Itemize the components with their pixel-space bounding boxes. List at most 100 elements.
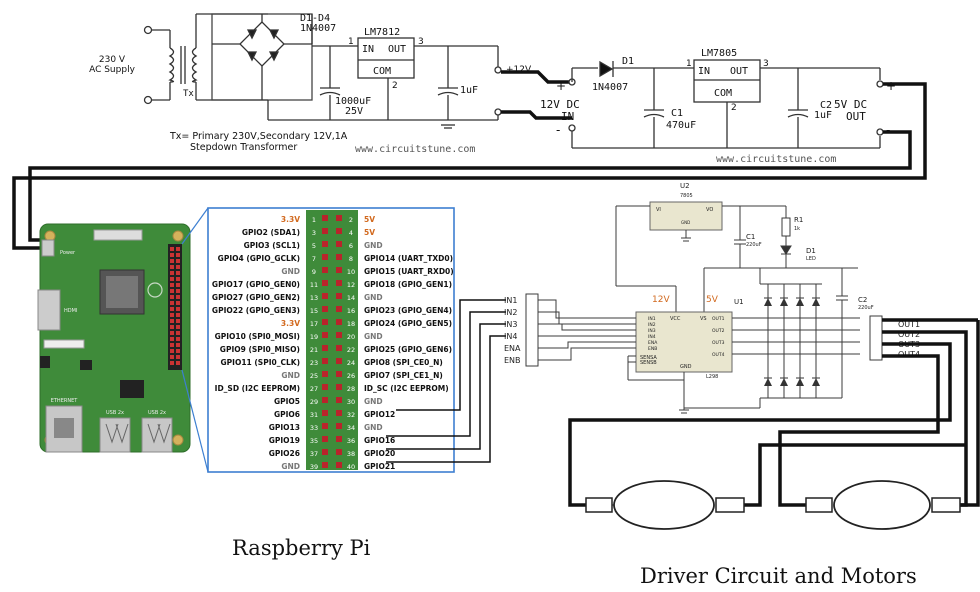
gpio-pin-number: 8 bbox=[349, 255, 353, 263]
d1-part: 1N4007 bbox=[592, 82, 628, 93]
motor-2 bbox=[805, 480, 961, 530]
ac-supply-label: 230 V bbox=[99, 55, 126, 65]
gpio-pin-number: 13 bbox=[310, 294, 318, 302]
gpio-pin-pad bbox=[322, 345, 328, 351]
header-pin bbox=[170, 355, 174, 359]
gpio-pin-pad bbox=[322, 462, 328, 468]
u2-name: U2 bbox=[680, 182, 690, 190]
bridge-diodes bbox=[764, 297, 820, 386]
u1-out-pin-label: OUT2 bbox=[712, 328, 725, 334]
gpio-pin-number: 28 bbox=[347, 385, 355, 393]
power-texts: 230 V AC Supply Tx Tx= Primary 230V,Seco… bbox=[89, 13, 896, 165]
gpio-right-label: GND bbox=[364, 241, 383, 250]
gpio-right-label: GPIO16 bbox=[364, 436, 395, 445]
gpio-pin-pad bbox=[336, 345, 342, 351]
header-pin bbox=[176, 343, 180, 347]
gpio-pin-number: 25 bbox=[310, 372, 318, 380]
gpio-pin-number: 39 bbox=[310, 463, 318, 471]
header-pin bbox=[176, 337, 180, 341]
gpio-pin-pad bbox=[322, 397, 328, 403]
u1-out-pin-label: OUT4 bbox=[712, 352, 725, 358]
header-pin bbox=[170, 247, 174, 251]
gpio-pin-pad bbox=[336, 254, 342, 260]
header-pin bbox=[170, 289, 174, 293]
v12-label: 12V bbox=[652, 295, 670, 305]
driver-input-label: ENB bbox=[504, 356, 521, 365]
c2-name: C2 bbox=[820, 100, 832, 111]
reg2-pin2: 2 bbox=[731, 103, 737, 113]
gpio-left-label: 3.3V bbox=[281, 319, 300, 328]
gpio-pin-number: 31 bbox=[310, 411, 318, 419]
gpio-right-label: GPIO18 (GPIO_GEN1) bbox=[364, 280, 452, 289]
gpio-pin-number: 34 bbox=[347, 424, 355, 432]
u1-pin-label: IN3 bbox=[648, 328, 656, 334]
gpio-pin-number: 3 bbox=[312, 229, 316, 237]
reg2-pin3: 3 bbox=[763, 59, 769, 69]
header-pin bbox=[170, 331, 174, 335]
gpio-pin-number: 12 bbox=[347, 281, 355, 289]
dc5-minus: - bbox=[886, 123, 890, 137]
u1-pin-label: IN4 bbox=[648, 334, 656, 340]
led-name: D1 bbox=[806, 247, 816, 255]
gpio-pin-pad bbox=[322, 423, 328, 429]
gpio-pin-number: 14 bbox=[347, 294, 355, 302]
gpio-right-label: GPIO8 (SPI_CE0_N) bbox=[364, 358, 443, 367]
gpio-pin-pad bbox=[322, 436, 328, 442]
gpio-pin-number: 40 bbox=[347, 463, 355, 471]
u1-pin-label: ENB bbox=[648, 346, 657, 352]
driver-caption: Driver Circuit and Motors bbox=[640, 564, 917, 588]
gpio-pin-number: 33 bbox=[310, 424, 318, 432]
gpio-pin-pad bbox=[322, 319, 328, 325]
bridge-diode-icon bbox=[764, 298, 772, 306]
gpio-pin-pad bbox=[336, 241, 342, 247]
header-pin bbox=[176, 307, 180, 311]
header-pin bbox=[170, 325, 174, 329]
header-pin bbox=[176, 313, 180, 317]
cap2-value: 1uF bbox=[460, 85, 478, 96]
ethernet-label: ETHERNET bbox=[51, 398, 79, 404]
c2-value: 220uF bbox=[858, 305, 874, 311]
gpio-left-label: GPIO26 bbox=[269, 449, 300, 458]
gpio-left-label: GPIO13 bbox=[269, 423, 300, 432]
header-pin bbox=[176, 265, 180, 269]
header-pin bbox=[170, 283, 174, 287]
gpio-pin-number: 18 bbox=[347, 320, 355, 328]
cap1-value: 1000uF bbox=[335, 96, 371, 107]
bridge-diode-icon bbox=[812, 378, 820, 386]
header-pin bbox=[176, 325, 180, 329]
gpio-left-label: GPIO10 (SPI0_MOSI) bbox=[215, 332, 300, 341]
u1-pin-label: IN2 bbox=[648, 322, 656, 328]
gpio-pin-pad bbox=[322, 280, 328, 286]
u2-gnd: GND bbox=[681, 220, 690, 225]
gpio-pin-number: 7 bbox=[312, 255, 316, 263]
reg2-pin1: 1 bbox=[686, 59, 692, 69]
r1-value: 1k bbox=[794, 226, 800, 232]
usb-label-1: USB 2x bbox=[106, 410, 124, 416]
gpio-right-label: GND bbox=[364, 332, 383, 341]
gpio-pin-number: 22 bbox=[347, 346, 355, 354]
driver-input-wires bbox=[538, 299, 636, 361]
tx-label: Tx bbox=[183, 89, 194, 99]
reg1-out: OUT bbox=[388, 44, 406, 55]
gpio-pin-pad bbox=[336, 280, 342, 286]
reg1-in: IN bbox=[362, 44, 374, 55]
gpio-left-label: GND bbox=[281, 371, 300, 380]
reg2-out: OUT bbox=[730, 66, 748, 77]
gpio-right-label: GPIO15 (UART_RXD0) bbox=[364, 267, 454, 276]
bridge-diode-icon bbox=[780, 378, 788, 386]
gpio-pin-pad bbox=[322, 449, 328, 455]
u1-pin-label: ENA bbox=[648, 340, 658, 346]
gpio-pin-pad bbox=[336, 293, 342, 299]
u1-gnd: GND bbox=[680, 364, 692, 370]
gpio-pin-number: 11 bbox=[310, 281, 318, 289]
gpio-pin-number: 20 bbox=[347, 333, 355, 341]
